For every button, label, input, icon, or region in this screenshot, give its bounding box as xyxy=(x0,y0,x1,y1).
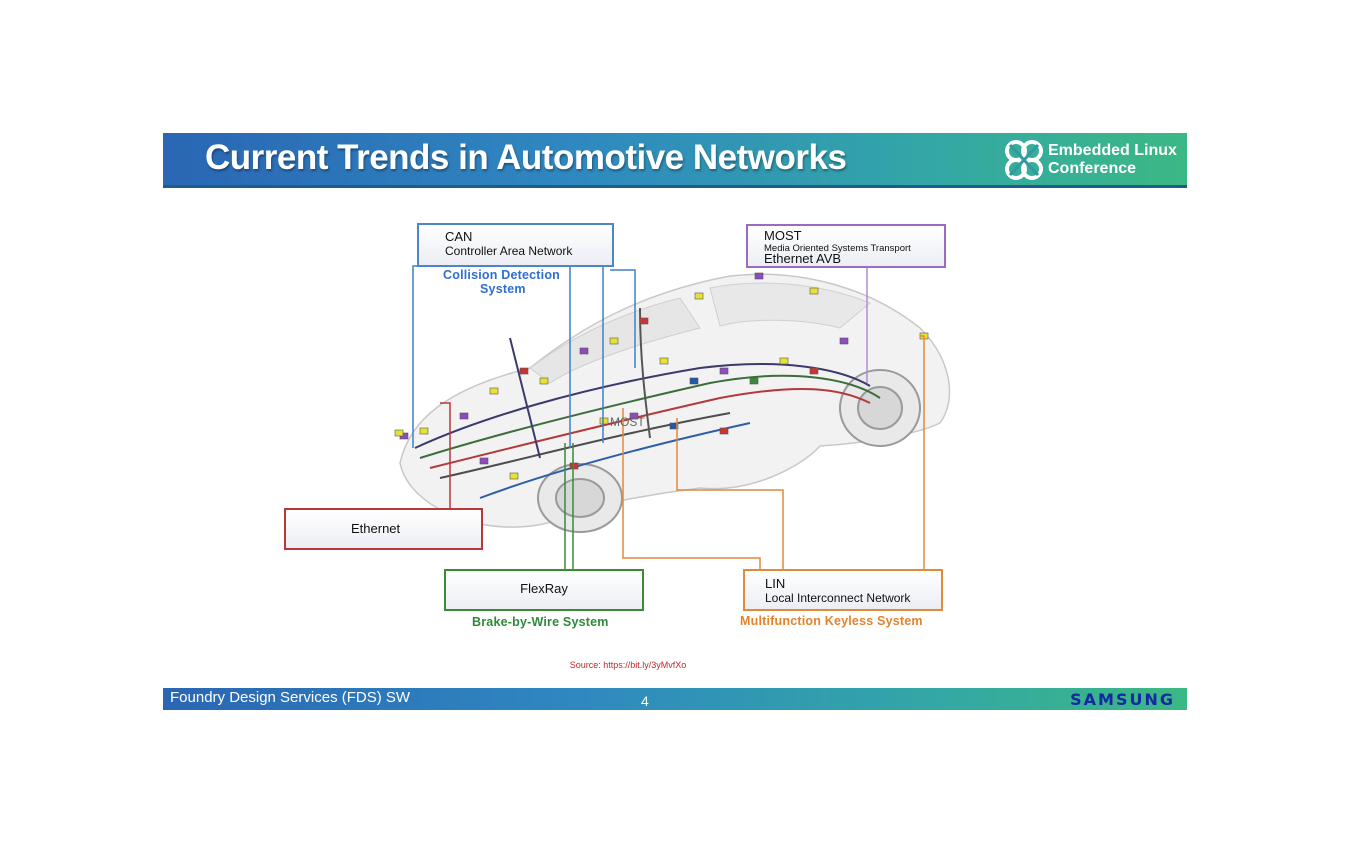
flexray-label: FlexRay xyxy=(520,581,568,596)
ethernet-label: Ethernet xyxy=(351,521,401,536)
flexray-callout: FlexRay xyxy=(444,569,644,611)
most-callout: MOST Media Oriented Systems Transport Et… xyxy=(746,224,946,268)
elc-logo: Embedded Linux Conference xyxy=(1002,137,1187,183)
collision-caption-line1: Collision Detection xyxy=(443,268,561,282)
samsung-logo: SAMSUNG xyxy=(1070,690,1175,709)
can-sublabel: Controller Area Network xyxy=(445,244,573,258)
source-link[interactable]: Source: https://bit.ly/3yMvfXo xyxy=(569,660,687,670)
automotive-network-diagram: MOST CAN Controller Area Network Collisi… xyxy=(280,218,960,633)
lin-sublabel: Local Interconnect Network xyxy=(765,591,911,605)
slide-title: Current Trends in Automotive Networks xyxy=(205,138,847,177)
logo-line1: Embedded Linux xyxy=(1048,142,1177,159)
slide-footer: Foundry Design Services (FDS) SW 4 SAMSU… xyxy=(163,688,1187,710)
car-illustration: MOST xyxy=(394,258,951,570)
most-label: MOST xyxy=(764,228,802,243)
page-number: 4 xyxy=(641,693,649,709)
source-citation: Source: https://bit.ly/3yMvfXo xyxy=(0,660,1350,670)
front-wheel xyxy=(537,463,623,533)
most-sublabel: Media Oriented Systems Transport xyxy=(764,243,911,254)
collision-caption-line2: System xyxy=(480,282,526,296)
car-most-label: MOST xyxy=(610,415,645,429)
can-label: CAN xyxy=(445,229,473,244)
elc-logo-icon xyxy=(1005,140,1043,180)
ethernet-callout: Ethernet xyxy=(284,508,483,550)
most-sublabel2: Ethernet AVB xyxy=(764,251,842,266)
can-callout: CAN Controller Area Network xyxy=(417,223,614,267)
lin-callout: LIN Local Interconnect Network xyxy=(743,569,943,611)
logo-line2: Conference xyxy=(1048,160,1137,177)
flexray-caption: Brake-by-Wire System xyxy=(472,615,609,629)
lin-label: LIN xyxy=(765,576,786,591)
footer-department: Foundry Design Services (FDS) SW xyxy=(170,689,411,706)
title-bar-underline xyxy=(163,185,1187,188)
lin-caption: Multifunction Keyless System xyxy=(740,614,923,628)
rear-wheel xyxy=(839,369,921,447)
